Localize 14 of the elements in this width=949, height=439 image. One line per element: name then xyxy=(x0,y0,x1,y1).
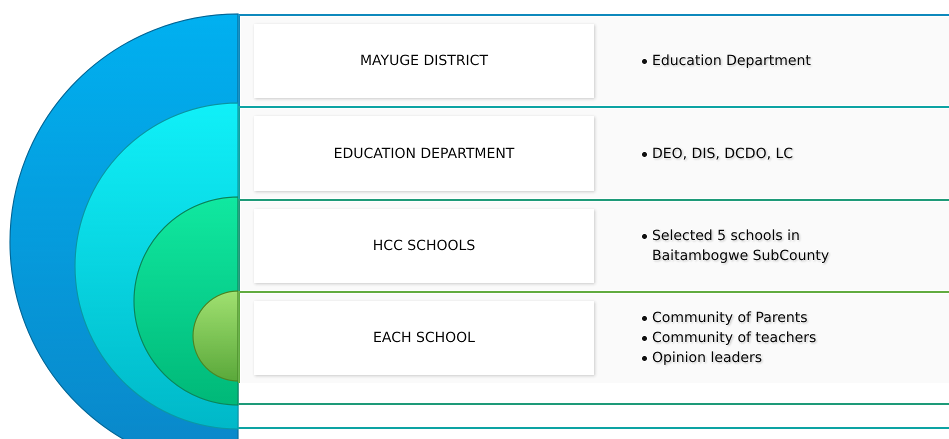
bullet-item: Community of teachers xyxy=(640,328,855,348)
bullet-item: Opinion leaders xyxy=(640,348,855,368)
bullet-item: Selected 5 schools in Baitambogwe SubCounty xyxy=(640,226,855,266)
bullet-item: Community of Parents xyxy=(640,308,855,328)
level-title: EDUCATION DEPARTMENT xyxy=(254,116,594,191)
level-band xyxy=(238,14,949,106)
bullet-item: Education Department xyxy=(640,51,855,71)
level-title: EACH SCHOOL xyxy=(254,301,594,375)
level-title: MAYUGE DISTRICT xyxy=(254,24,594,98)
bullet-item: DEO, DIS, DCDO, LC xyxy=(640,144,855,164)
level-band xyxy=(238,106,949,199)
level-band xyxy=(238,291,949,383)
level-title: HCC SCHOOLS xyxy=(254,209,594,283)
level-band xyxy=(238,199,949,291)
